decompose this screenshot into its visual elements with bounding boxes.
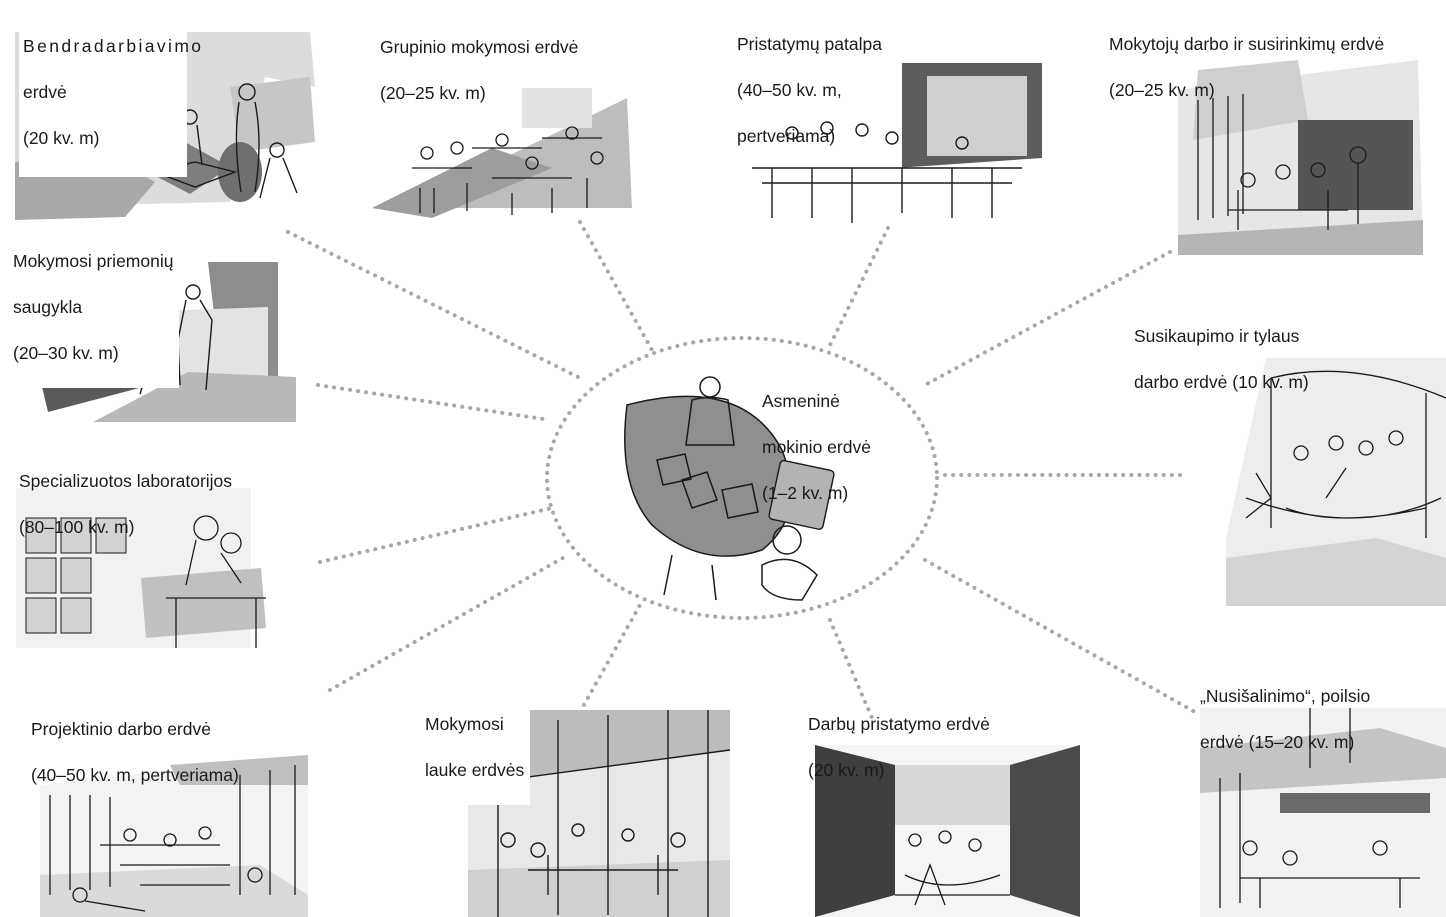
- group-learning-label: Grupinio mokymosi erdvė (20–25 kv. m): [380, 13, 578, 128]
- group-learning-label-line: Grupinio mokymosi erdvė: [380, 37, 579, 57]
- center-label-line: mokinio erdvė: [762, 437, 871, 457]
- storage-label-line: Mokymosi priemonių: [13, 251, 174, 271]
- link-project-work: [328, 553, 570, 692]
- retreat-sketch: [1200, 708, 1446, 917]
- presentation-room-sketch: [752, 63, 1042, 223]
- link-outdoor: [578, 603, 642, 714]
- work-display-label: Darbų pristatymo erdvė (20 kv. m): [808, 690, 990, 805]
- center-label-line: (1–2 kv. m): [762, 483, 849, 503]
- teachers-room-label: Mokytojų darbo ir susirinkimų erdvė (20–…: [1109, 10, 1384, 125]
- labs-label-line: (80–100 kv. m): [19, 517, 135, 537]
- teachers-room-label-line: (20–25 kv. m): [1109, 80, 1215, 100]
- link-teachers-room: [923, 250, 1172, 387]
- quiet-work-label-line: darbo erdvė (10 kv. m): [1134, 372, 1309, 392]
- retreat-label-line: erdvė (15–20 kv. m): [1200, 732, 1355, 752]
- collaboration-label-line: erdvė: [23, 82, 67, 102]
- link-retreat: [923, 558, 1197, 714]
- storage-label: Mokymosi priemonių saugykla (20–30 kv. m…: [13, 227, 180, 388]
- link-presentation-room: [828, 226, 890, 347]
- project-work-label-line: (40–50 kv. m, pertveriama): [31, 765, 239, 785]
- link-labs: [318, 506, 554, 564]
- teachers-room-sketch: [1178, 60, 1423, 255]
- collaboration-label-line: Bendradarbiavimo: [23, 36, 204, 56]
- work-display-sketch: [815, 745, 1080, 917]
- work-display-label-line: (20 kv. m): [808, 760, 885, 780]
- project-work-label: Projektinio darbo erdvė (40–50 kv. m, pe…: [31, 695, 239, 810]
- storage-label-line: (20–30 kv. m): [13, 343, 119, 363]
- project-work-sketch: [40, 755, 308, 917]
- retreat-label: „Nusišalinimo“, poilsio erdvė (15–20 kv.…: [1200, 662, 1370, 777]
- outdoor-label-line: Mokymosi: [425, 714, 504, 734]
- group-learning-label-line: (20–25 kv. m): [380, 83, 486, 103]
- link-work-display: [828, 618, 874, 720]
- outdoor-label: Mokymosi lauke erdvės: [425, 690, 531, 805]
- presentation-room-label-line: pertveriama): [737, 126, 836, 146]
- link-group-learning: [578, 220, 654, 352]
- center-label-line: Asmeninė: [762, 391, 840, 411]
- link-storage: [316, 383, 552, 422]
- work-display-label-line: Darbų pristatymo erdvė: [808, 714, 990, 734]
- storage-label-line: saugykla: [13, 297, 83, 317]
- collaboration-label: Bendradarbiavimo erdvė (20 kv. m): [19, 10, 204, 177]
- quiet-work-sketch: [1226, 358, 1446, 606]
- teachers-room-label-line: Mokytojų darbo ir susirinkimų erdvė: [1109, 34, 1385, 54]
- labs-label-line: Specializuotos laboratorijos: [19, 471, 233, 491]
- project-work-label-line: Projektinio darbo erdvė: [31, 719, 211, 739]
- link-collaboration: [286, 230, 582, 380]
- presentation-room-label-line: Pristatymų patalpa: [737, 34, 882, 54]
- center-label: Asmeninė mokinio erdvė (1–2 kv. m): [762, 367, 871, 528]
- quiet-work-label: Susikaupimo ir tylaus darbo erdvė (10 kv…: [1134, 302, 1309, 417]
- collaboration-label-line: (20 kv. m): [23, 128, 100, 148]
- presentation-room-label: Pristatymų patalpa (40–50 kv. m, pertver…: [737, 10, 882, 171]
- personal-space-sketch: [624, 376, 835, 601]
- presentation-room-label-line: (40–50 kv. m,: [737, 80, 842, 100]
- group-learning-sketch: [372, 88, 632, 218]
- quiet-work-label-line: Susikaupimo ir tylaus: [1134, 326, 1300, 346]
- labs-label: Specializuotos laboratorijos (80–100 kv.…: [19, 447, 232, 562]
- outdoor-label-line: lauke erdvės: [425, 760, 525, 780]
- retreat-label-line: „Nusišalinimo“, poilsio: [1200, 686, 1371, 706]
- personal-space-ring: [545, 336, 939, 620]
- labs-sketch: [16, 488, 266, 648]
